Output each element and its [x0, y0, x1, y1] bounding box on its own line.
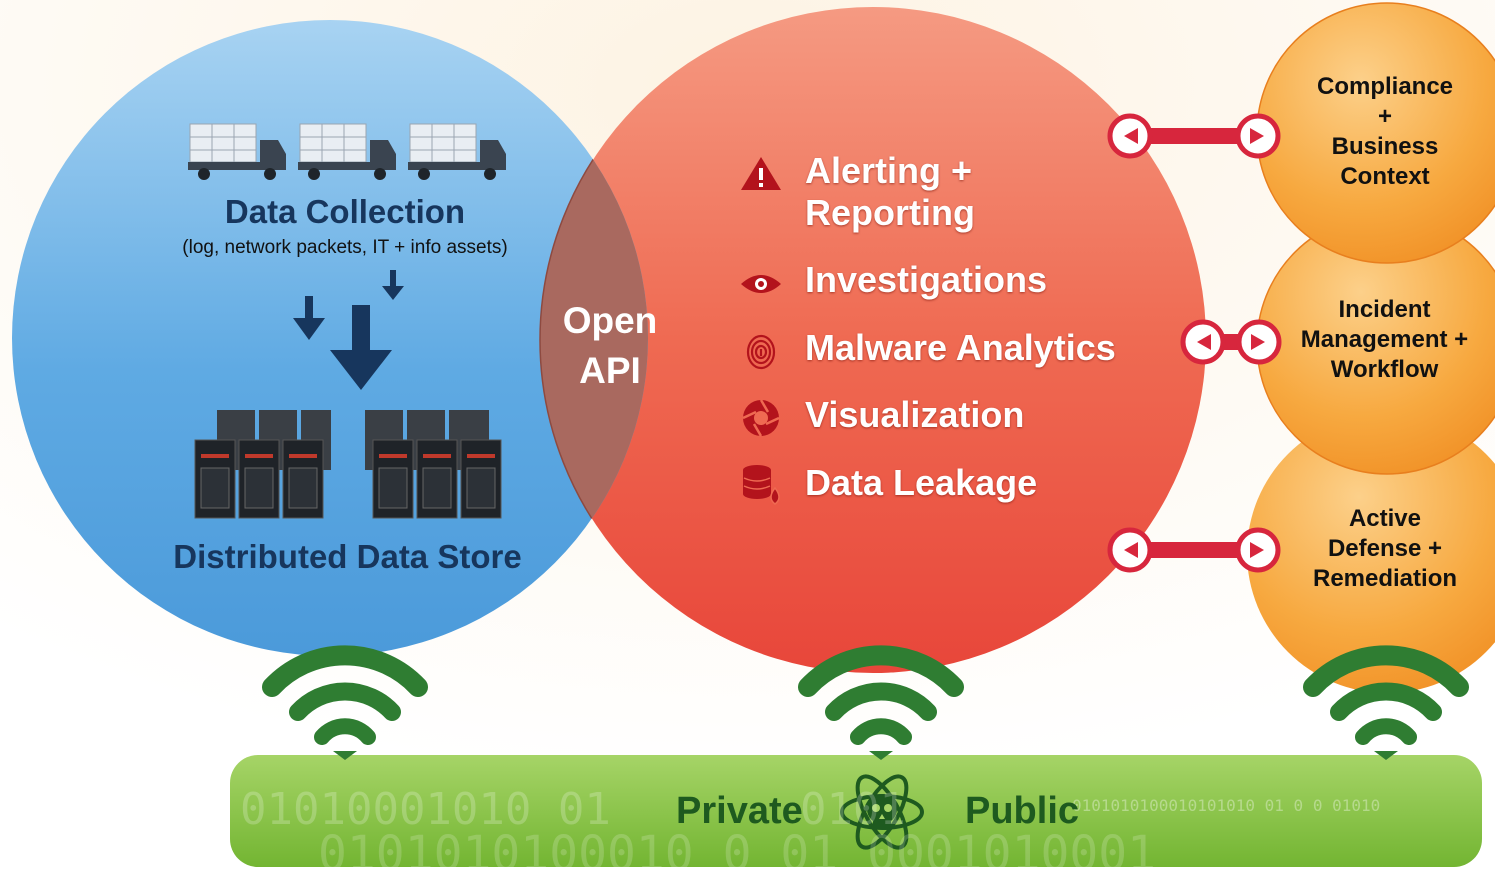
side-label-line: Business: [1331, 133, 1439, 160]
warning-icon: [741, 157, 781, 190]
truck-icon: [188, 123, 286, 180]
analytics-item-visualization: Visualization: [805, 394, 1025, 435]
distributed-data-store-title: Distributed Data Store: [173, 538, 522, 575]
analytics-item-label: Reporting: [805, 192, 975, 233]
atom-skull-icon: [840, 774, 924, 850]
side-label-line: Remediation: [1312, 565, 1458, 592]
side-label-line: Incident: [1338, 296, 1431, 323]
side-label-line: Workflow: [1330, 356, 1439, 383]
side-label-line: Defense +: [1327, 535, 1443, 562]
wifi-icon-left: [262, 645, 428, 760]
truck-icon: [408, 123, 506, 180]
down-arrow-icon: [293, 270, 404, 390]
data-collection-subtitle: (log, network packets, IT + info assets): [182, 237, 508, 258]
side-label-line: Context: [1340, 163, 1430, 190]
eye-icon: [741, 275, 781, 293]
side-label-line: Active: [1348, 505, 1422, 532]
side-circle-3-label: Active Defense + Remediation: [1285, 504, 1485, 594]
connector-3: [1107, 527, 1281, 573]
aperture-icon: [742, 399, 780, 437]
fingerprint-icon: [746, 334, 776, 370]
server-rack-icon: [365, 410, 502, 519]
analytics-item-investigations: Investigations: [805, 259, 1048, 300]
side-circle-3: [1247, 413, 1495, 693]
side-label-line: +: [1377, 103, 1392, 130]
bottom-bar: [230, 755, 1482, 867]
private-label: Private: [676, 790, 803, 832]
analytics-item-malware: Malware Analytics: [805, 327, 1116, 368]
analytics-item-data-leakage: Data Leakage: [805, 462, 1038, 503]
truck-icon: [298, 123, 396, 180]
public-label: Public: [965, 790, 1080, 832]
side-label-line: Compliance: [1316, 73, 1454, 100]
side-circle-1-label: Compliance + Business Context: [1285, 72, 1485, 192]
analytics-item-label: Alerting +: [805, 150, 973, 191]
open-api-label: Open API: [555, 296, 665, 396]
wifi-icon-center: [798, 645, 964, 760]
analytics-item-alerting: Alerting + Reporting: [805, 150, 975, 234]
connector-2: [1180, 319, 1282, 365]
database-drop-icon: [743, 465, 780, 505]
analytics-circle: [540, 7, 1206, 673]
connector-1: [1107, 113, 1281, 159]
side-circle-2-label: Incident Management + Workflow: [1277, 295, 1492, 385]
data-collection-title: Data Collection: [224, 193, 466, 230]
side-label-line: Management +: [1300, 326, 1469, 353]
open-api-line-2: API: [579, 350, 641, 391]
server-rack-icon: [194, 410, 331, 519]
wifi-icon-right: [1303, 645, 1469, 760]
open-api-line-1: Open: [562, 300, 658, 341]
